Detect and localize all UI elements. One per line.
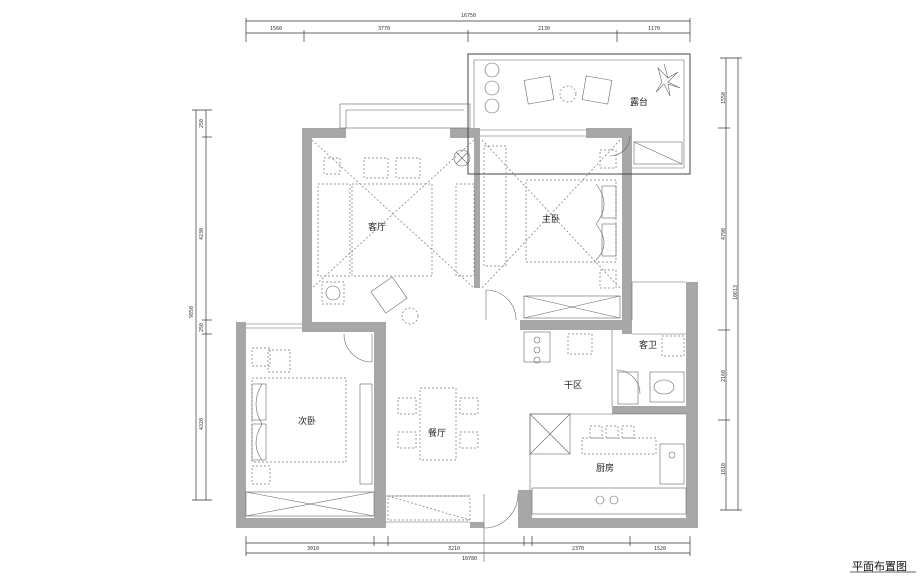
room-label-guest-bath: 客卫 [639,339,657,351]
outlines [246,53,691,523]
second-bedroom-furniture [245,347,375,517]
dry-area-fixtures [523,331,593,364]
guest-bath-fixtures [617,335,685,405]
dim-bottom-total: 10780 [462,556,477,562]
right-dimensions: 10613 1550 4790 2160 1610 [718,57,742,511]
top-dimensions: 16750 1560 3770 2130 1170 [245,13,691,42]
dim-right-seg4: 1610 [721,463,727,475]
dim-top-seg1: 1560 [270,26,282,32]
balcony-furniture [484,62,683,165]
master-bedroom-furniture [481,139,621,319]
living-room-furniture [311,139,475,325]
dim-left-seg2: 4230 [199,228,205,240]
room-label-master: 主卧 [542,213,560,225]
room-label-kitchen: 厨房 [596,462,614,474]
dim-top-total: 16750 [461,13,476,19]
room-label-balcony: 露台 [630,96,648,108]
dim-left-seg4: 4320 [199,418,205,430]
room-label-living: 客厅 [368,221,386,233]
room-label-second-bed: 次卧 [298,415,316,427]
dim-right-seg1: 1550 [721,92,727,104]
dim-top-seg2: 3770 [378,26,390,32]
left-dimensions: 9850 250 4230 250 4320 [189,109,212,501]
drawing-title: 平面布置图 [852,560,907,573]
bottom-dimensions: 3010 3210 2370 1520 10780 [245,536,691,562]
kitchen-fixtures [529,413,687,515]
walls [236,128,698,528]
dim-bottom-seg4: 1520 [654,546,666,552]
dim-top-seg3: 2130 [538,26,550,32]
dim-right-seg2: 4790 [721,228,727,240]
dim-bottom-seg3: 2370 [572,546,584,552]
dim-left-seg1: 250 [199,119,205,128]
room-label-dining: 餐厅 [428,427,446,439]
doors [343,135,641,562]
dim-left-seg3: 250 [199,323,205,332]
dining-furniture [387,387,479,521]
dim-right-total: 10613 [733,285,739,300]
room-label-dry-area: 干区 [564,380,582,391]
dim-bottom-seg1: 3010 [307,546,319,552]
dim-right-seg3: 2160 [721,370,727,382]
dim-top-seg4: 1170 [648,26,660,32]
dim-left-total: 9850 [189,306,195,318]
dim-bottom-seg2: 3210 [448,546,460,552]
